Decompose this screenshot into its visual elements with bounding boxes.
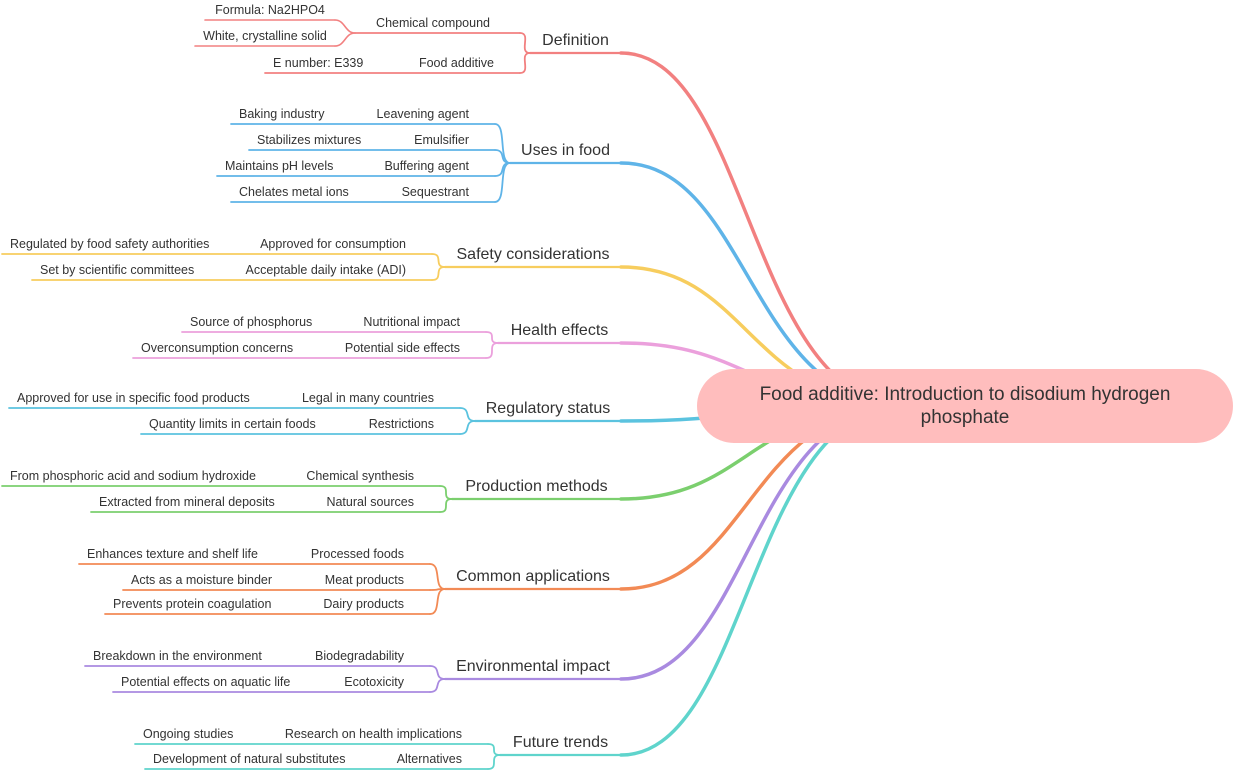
- sub-label[interactable]: Buffering agent: [384, 159, 469, 173]
- leaf-label[interactable]: Quantity limits in certain foods: [149, 417, 316, 431]
- sub-connector: [431, 266, 446, 281]
- sub-label[interactable]: Dairy products: [323, 597, 404, 611]
- sub-label[interactable]: Chemical synthesis: [306, 469, 414, 483]
- leaf-label[interactable]: Acts as a moisture binder: [131, 573, 272, 587]
- leaf-label[interactable]: Source of phosphorus: [190, 315, 312, 329]
- sub-label[interactable]: Ecotoxicity: [344, 675, 404, 689]
- sub-label[interactable]: Alternatives: [397, 752, 462, 766]
- leaf-label[interactable]: Enhances texture and shelf life: [87, 547, 258, 561]
- leaf-label[interactable]: Maintains pH levels: [225, 159, 333, 173]
- sub-label[interactable]: Emulsifier: [414, 133, 469, 147]
- sub-label[interactable]: Meat products: [325, 573, 404, 587]
- branch-label[interactable]: Safety considerations: [457, 246, 610, 263]
- leaf-label[interactable]: Regulated by food safety authorities: [10, 237, 209, 251]
- leaf-connector: [334, 32, 356, 47]
- sub-label[interactable]: Acceptable daily intake (ADI): [246, 263, 407, 277]
- sub-connector: [439, 498, 453, 513]
- sub-connector: [459, 420, 476, 435]
- leaf-label[interactable]: Ongoing studies: [143, 727, 233, 741]
- sub-label[interactable]: Research on health implications: [285, 727, 462, 741]
- sub-label[interactable]: Legal in many countries: [302, 391, 434, 405]
- sub-label[interactable]: Sequestrant: [402, 185, 470, 199]
- sub-label[interactable]: Potential side effects: [345, 341, 460, 355]
- mindmap-labels: Definition Chemical compound Formula: Na2H…: [10, 3, 610, 766]
- leaf-label[interactable]: Stabilizes mixtures: [257, 133, 361, 147]
- branch-label[interactable]: Production methods: [465, 478, 607, 495]
- leaf-label[interactable]: White, crystalline solid: [203, 29, 327, 43]
- leaf-label[interactable]: Chelates metal ions: [239, 185, 349, 199]
- sub-label[interactable]: Approved for consumption: [260, 237, 406, 251]
- leaf-label[interactable]: Formula: Na2HPO4: [215, 3, 325, 17]
- sub-label[interactable]: Leavening agent: [377, 107, 470, 121]
- sub-label[interactable]: Processed foods: [311, 547, 404, 561]
- branch-label[interactable]: Health effects: [511, 322, 609, 339]
- sub-connector: [429, 678, 446, 693]
- leaf-connector: [334, 19, 356, 34]
- sub-label[interactable]: Nutritional impact: [363, 315, 460, 329]
- branch-label[interactable]: Regulatory status: [486, 400, 611, 417]
- sub-connector: [485, 331, 499, 344]
- root-topic[interactable]: Food additive: Introduction to disodium …: [697, 369, 1233, 443]
- branch-label[interactable]: Uses in food: [521, 142, 610, 159]
- sub-connector: [429, 563, 446, 590]
- branch-label[interactable]: Future trends: [513, 734, 608, 751]
- sub-connector: [487, 754, 501, 770]
- sub-label[interactable]: Natural sources: [326, 495, 414, 509]
- leaf-label[interactable]: From phosphoric acid and sodium hydroxid…: [10, 469, 256, 483]
- leaf-label[interactable]: Development of natural substitutes: [153, 752, 345, 766]
- sub-connector: [429, 665, 446, 680]
- leaf-label[interactable]: Prevents protein coagulation: [113, 597, 271, 611]
- sub-connector: [431, 253, 446, 268]
- leaf-label[interactable]: Set by scientific committees: [40, 263, 194, 277]
- sub-label[interactable]: Food additive: [419, 56, 494, 70]
- branch-label[interactable]: Environmental impact: [456, 658, 610, 675]
- branch-label[interactable]: Definition: [542, 32, 609, 49]
- sub-label[interactable]: Chemical compound: [376, 16, 490, 30]
- leaf-label[interactable]: Potential effects on aquatic life: [121, 675, 290, 689]
- leaf-label[interactable]: Overconsumption concerns: [141, 341, 293, 355]
- sub-label[interactable]: Biodegradability: [315, 649, 405, 663]
- sub-connector: [429, 588, 446, 615]
- leaf-label[interactable]: Approved for use in specific food produc…: [17, 391, 250, 405]
- sub-connector: [439, 485, 453, 500]
- sub-connector: [494, 162, 511, 203]
- sub-connector: [519, 32, 531, 54]
- sub-connector: [459, 407, 476, 422]
- leaf-label[interactable]: Extracted from mineral deposits: [99, 495, 275, 509]
- branch-connector: [619, 51, 907, 407]
- branch-label[interactable]: Common applications: [456, 568, 610, 585]
- leaf-label[interactable]: Baking industry: [239, 107, 325, 121]
- sub-connector: [487, 743, 501, 756]
- leaf-label[interactable]: E number: E339: [273, 56, 363, 70]
- sub-connector: [519, 52, 531, 74]
- sub-connector: [485, 342, 499, 359]
- leaf-label[interactable]: Breakdown in the environment: [93, 649, 262, 663]
- sub-label[interactable]: Restrictions: [369, 417, 434, 431]
